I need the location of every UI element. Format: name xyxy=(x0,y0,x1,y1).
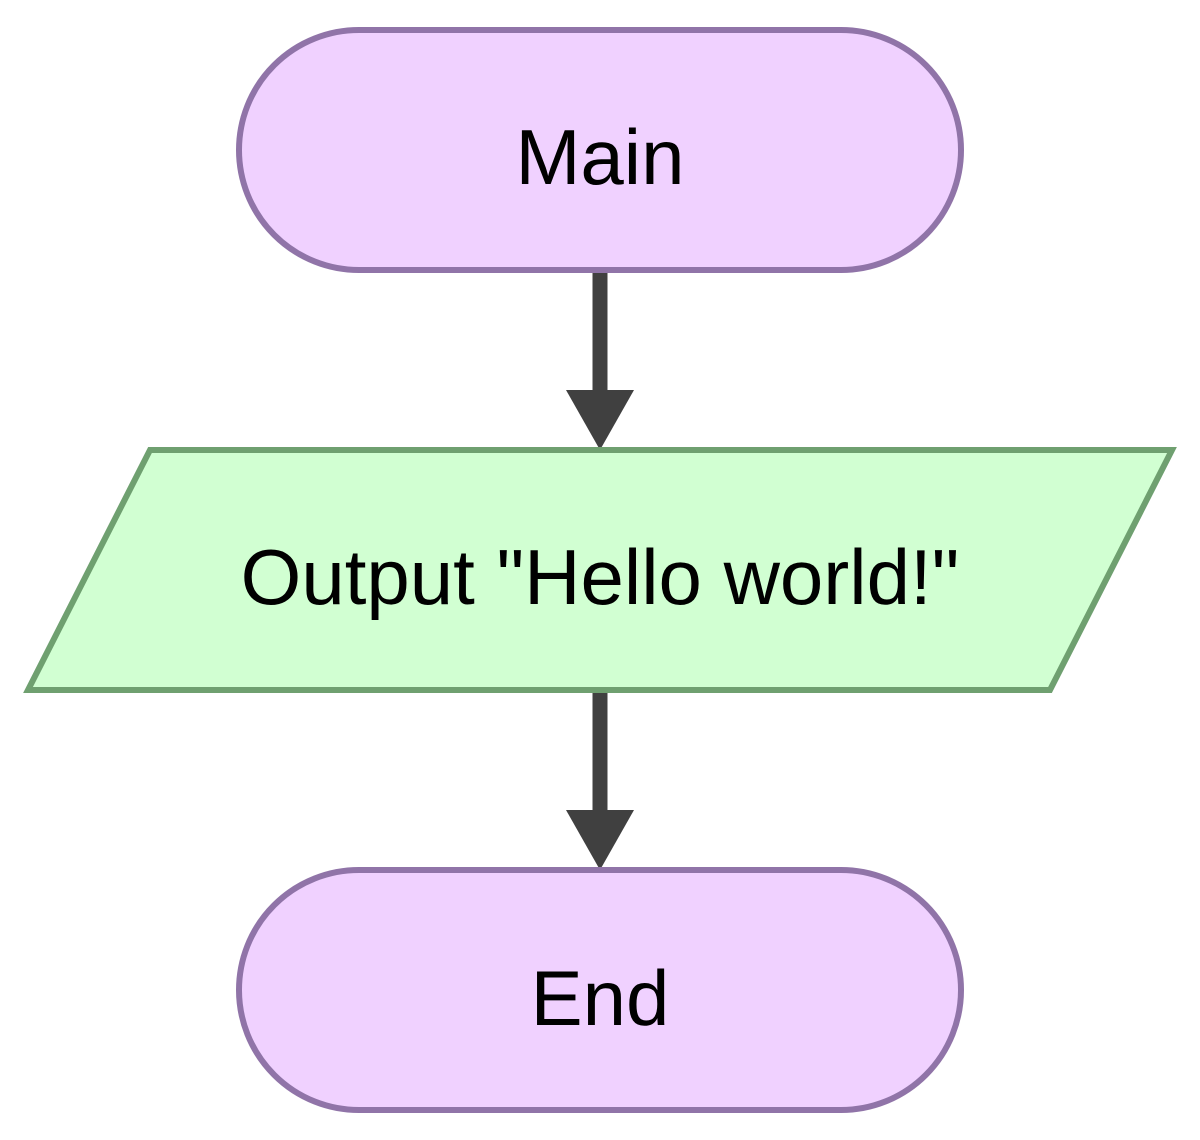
io-shape xyxy=(23,447,1177,693)
edge-start-to-output xyxy=(566,270,634,450)
edge-output-to-end xyxy=(566,690,634,870)
node-end[interactable]: End xyxy=(236,867,964,1113)
node-start[interactable]: Main xyxy=(236,27,964,273)
arrowhead-icon xyxy=(566,390,634,450)
node-label: End xyxy=(531,954,670,1042)
node-label: Output "Hello world!" xyxy=(241,533,960,621)
node-output[interactable]: Output "Hello world!" xyxy=(23,447,1177,693)
terminal-shape xyxy=(236,27,964,273)
node-label: Main xyxy=(515,113,684,201)
arrowhead-icon xyxy=(566,810,634,870)
terminal-shape xyxy=(236,867,964,1113)
